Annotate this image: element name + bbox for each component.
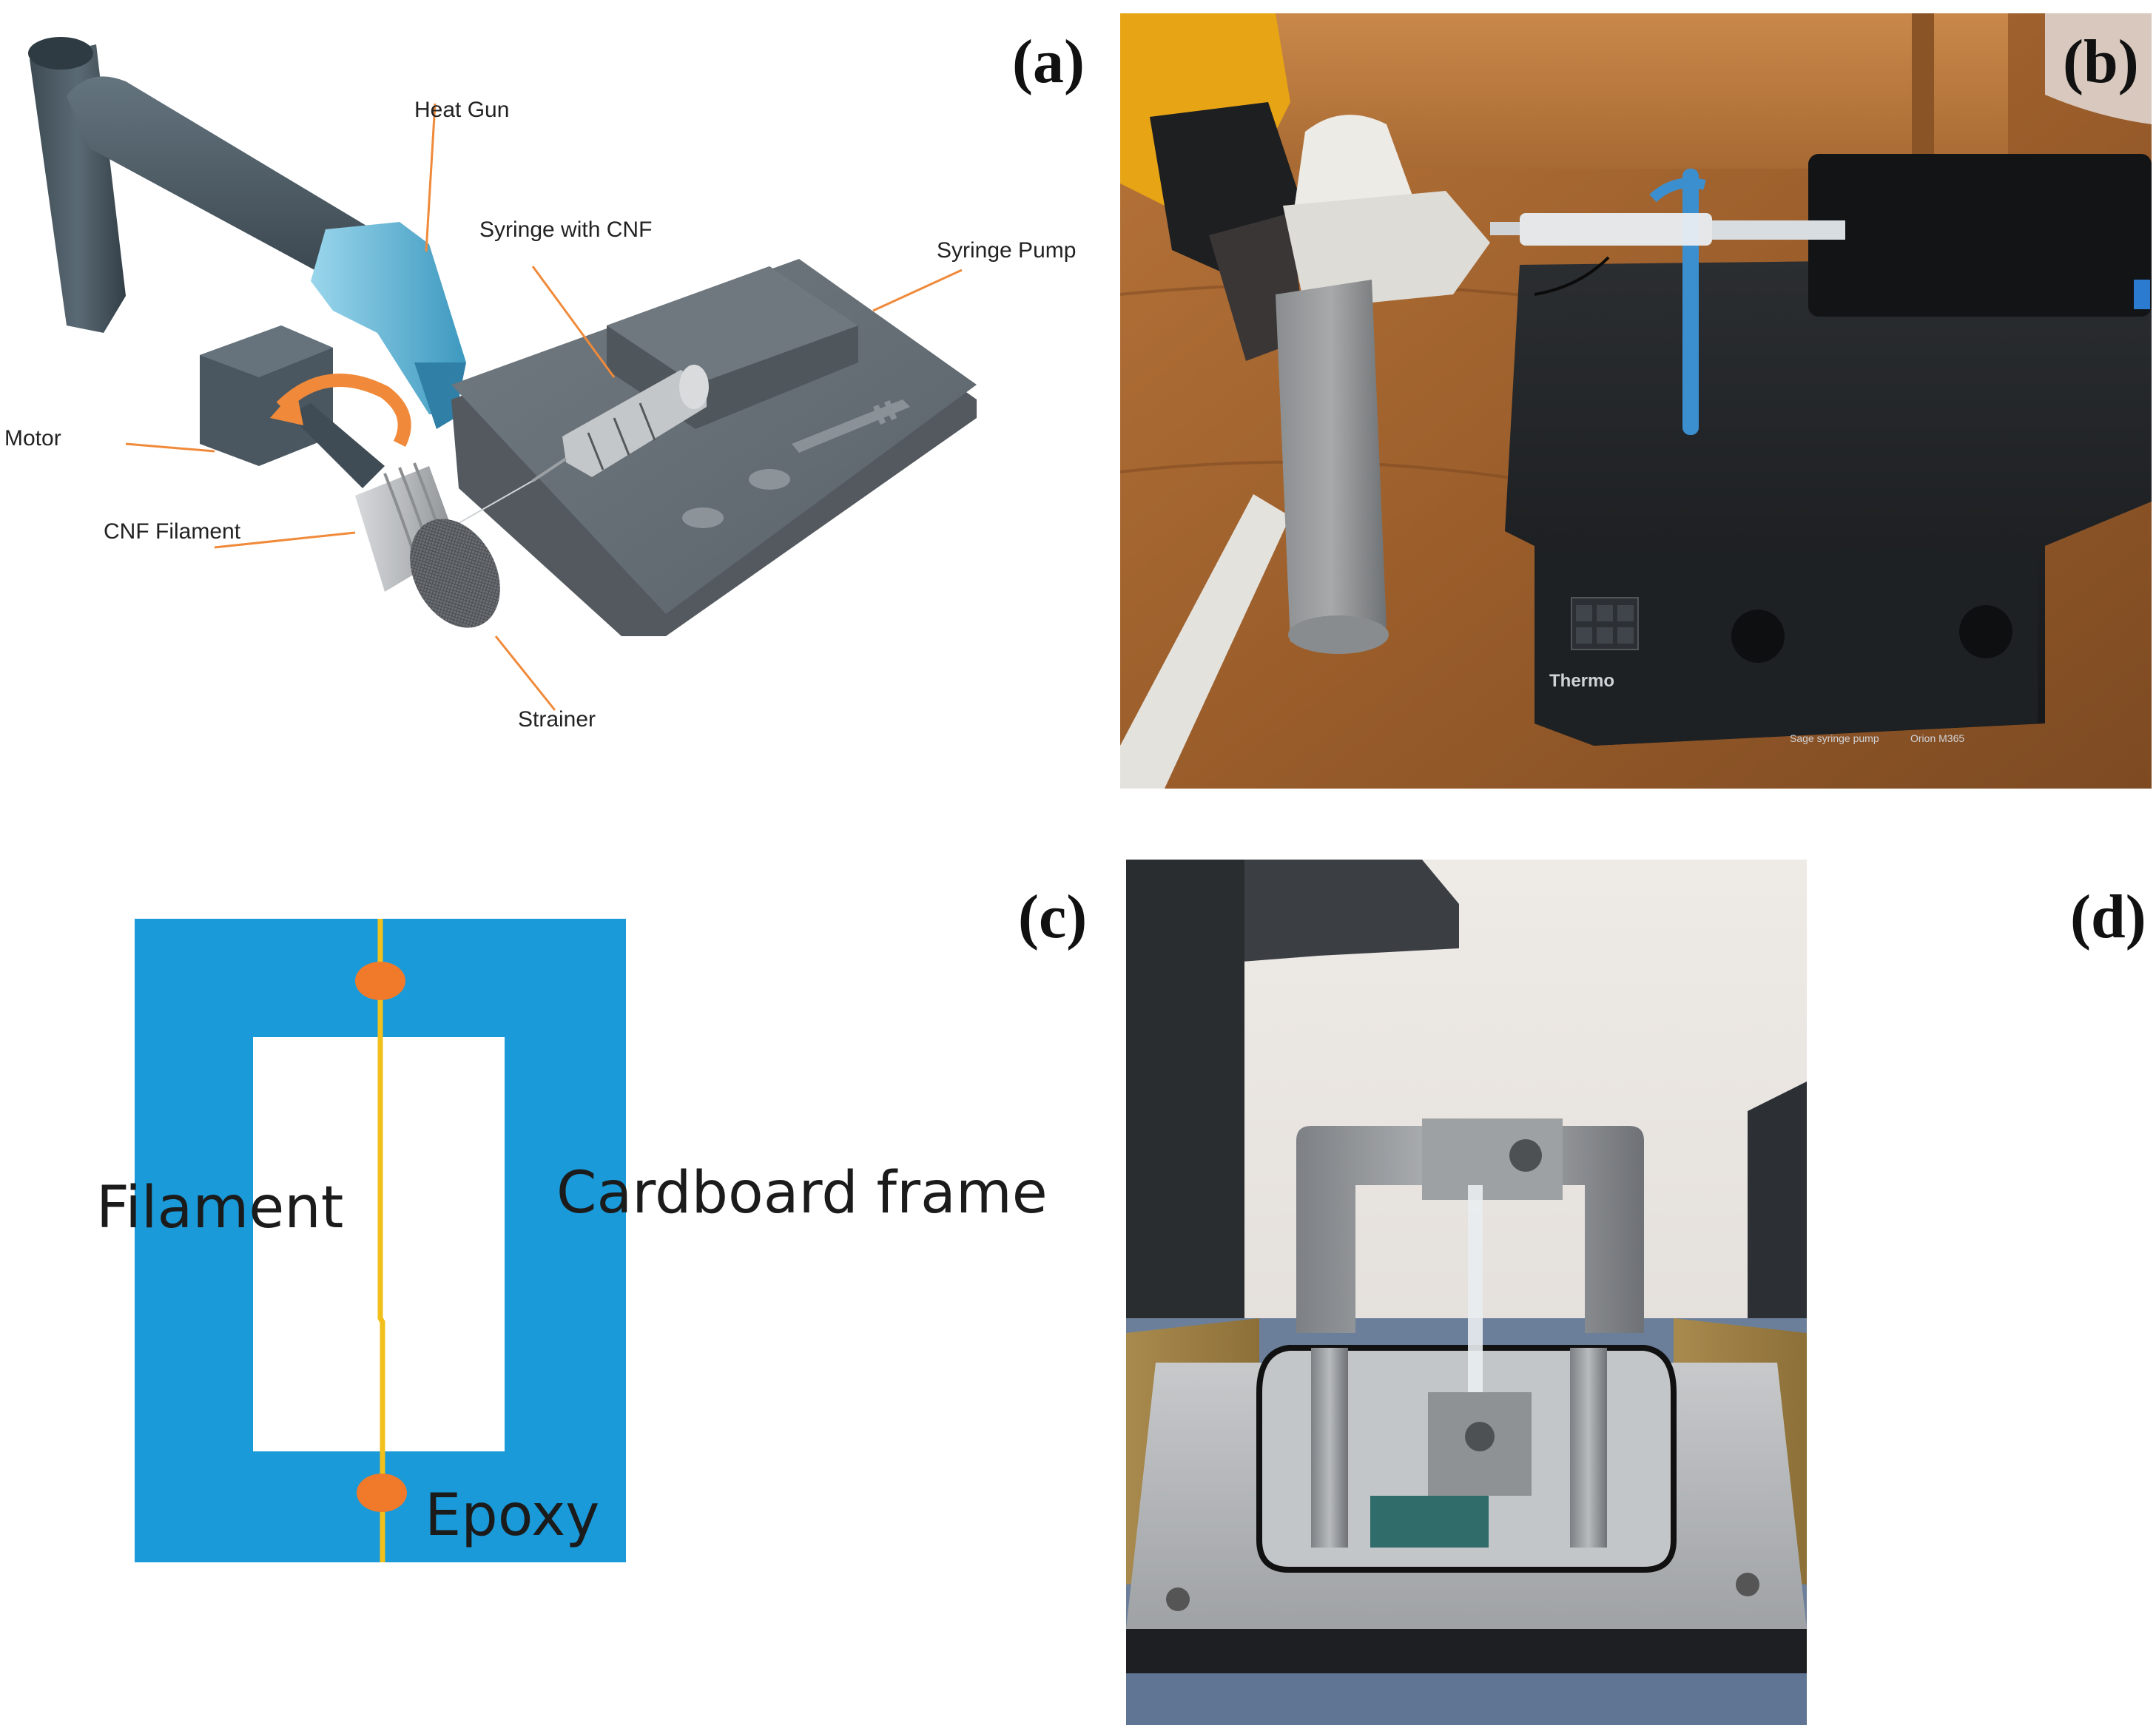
upper-grip: [1422, 1118, 1563, 1200]
syringe-plunger: [1712, 220, 1845, 240]
rotation-arrowhead: [270, 388, 303, 425]
callout-arrow-motor: [125, 442, 215, 453]
pump-housing-top: [607, 266, 858, 385]
strainer-end: [1288, 615, 1389, 654]
syringe-clamp: [1682, 169, 1699, 435]
dark-column: [1126, 860, 1244, 1333]
syringe-barrel: [562, 370, 707, 477]
clamp-ring: [1649, 178, 1706, 203]
syringe-tip: [1490, 222, 1520, 235]
label-motor: Motor: [4, 426, 61, 451]
pump-front: [1535, 546, 2038, 746]
white-rod: [1120, 494, 1290, 789]
circuit-board: [1370, 1496, 1489, 1548]
pole-cap: [28, 37, 93, 70]
grip-screw: [1509, 1139, 1542, 1172]
callout-arrow-pump: [872, 269, 963, 312]
panel-b-label: (b): [2063, 27, 2139, 96]
base-bottom: [1126, 1673, 1807, 1725]
callout-arrow-filament: [214, 531, 356, 549]
label-syringe-pump: Syringe Pump: [937, 238, 1077, 263]
lower-grip-screw: [1465, 1422, 1495, 1451]
pump-cover: [1808, 154, 2152, 317]
motor-shaft: [289, 403, 385, 488]
syringe-coil: [587, 402, 656, 470]
sample-strip: [1468, 1185, 1483, 1407]
panel-d: [1126, 860, 1807, 1725]
label-cardboard-frame: Cardboard frame: [556, 1160, 1048, 1226]
motor-top: [200, 325, 333, 377]
panel-d-label: (d): [2070, 883, 2146, 951]
label-filament: Filament: [96, 1175, 344, 1241]
panel-d-photo: [1126, 860, 1807, 1725]
strainer-cylinder: [1276, 280, 1387, 642]
panel-c-diagram: [135, 919, 626, 1562]
syringe-plunger: [679, 365, 709, 409]
panel-a-label: (a): [1012, 27, 1085, 96]
epoxy-top: [355, 962, 405, 1000]
rotation-arrow: [276, 374, 411, 448]
panel-c-label: (c): [1018, 883, 1088, 951]
pump-keys: [1576, 605, 1634, 644]
pump-knob: [749, 469, 790, 490]
panel-a-illustration: [28, 37, 977, 711]
pump-brand: Thermo: [1549, 671, 1614, 691]
filament-line: [377, 919, 385, 1562]
panel-c: [135, 919, 626, 1562]
beige-object: [2045, 13, 2152, 124]
panel-b: Thermo Sage syringe pump Orion M365: [1119, 13, 2152, 789]
plate-hole: [1736, 1573, 1759, 1596]
callout-arrow-heat-gun: [425, 103, 437, 252]
label-syringe: Syringe with CNF: [479, 217, 653, 242]
strainer-face: [410, 519, 500, 628]
heat-gun-arm: [67, 76, 385, 297]
pump-dial-right: [1959, 605, 2012, 658]
pump-knob: [682, 507, 724, 528]
right-dark: [1748, 1082, 1807, 1377]
syringe-needle: [531, 457, 567, 482]
pump-tick: [884, 400, 897, 421]
pump-tick: [873, 405, 886, 425]
callout-arrow-strainer: [494, 635, 556, 711]
epoxy-bottom: [357, 1474, 407, 1512]
plate-hole: [1166, 1587, 1190, 1611]
motor-bracket: [1283, 191, 1490, 309]
panel-b-photo: Thermo Sage syringe pump Orion M365: [1119, 13, 2152, 789]
column-right: [1570, 1348, 1607, 1548]
syringe-barrel: [1520, 213, 1712, 246]
cable: [1534, 256, 1610, 296]
label-epoxy: Epoxy: [425, 1482, 600, 1549]
panel-a: [15, 15, 1080, 777]
label-cnf-filament: CNF Filament: [104, 519, 241, 544]
pump-dial-left: [1731, 610, 1785, 663]
label-heat-gun: Heat Gun: [414, 98, 510, 122]
pump-name: Sage syringe pump: [1790, 732, 1879, 744]
plate-edge: [1126, 1629, 1807, 1673]
pump-model: Orion M365: [1910, 732, 1964, 744]
label-strainer: Strainer: [518, 707, 596, 732]
column-left: [1311, 1348, 1348, 1548]
pump-blue-button: [2134, 280, 2150, 309]
wood-box-edge: [1912, 13, 1934, 169]
callout-arrow-syringe: [531, 266, 616, 378]
